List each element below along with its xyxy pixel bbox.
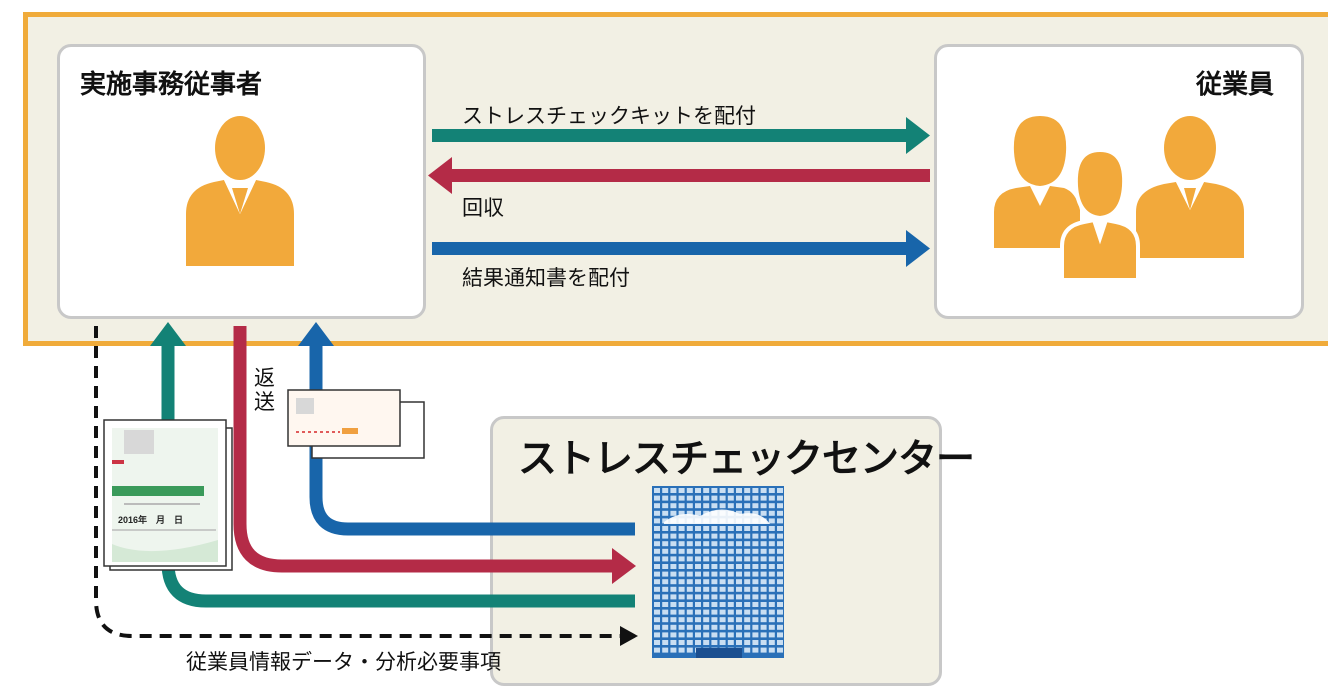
arrow-employee-data-head xyxy=(620,626,638,646)
envelope-icon xyxy=(287,389,425,459)
arrow-collect xyxy=(428,157,930,194)
arrow-blue-center-to-staff xyxy=(309,344,635,536)
kit-document-icon xyxy=(103,419,233,571)
employee-data-label: 従業員情報データ・分析必要事項 xyxy=(186,650,501,674)
distribute-kit-label: ストレスチェックキットを配付 xyxy=(462,104,756,128)
arrow-blue-head xyxy=(298,322,334,346)
building-icon xyxy=(652,486,784,658)
kit-date-text: 2016年 月 日 xyxy=(118,514,183,525)
arrow-distribute-kit xyxy=(432,117,930,154)
collect-label: 回収 xyxy=(462,196,504,220)
arrow-teal-head xyxy=(150,322,186,346)
return-label: 返送 xyxy=(254,366,275,414)
employees-title: 従業員 xyxy=(1196,70,1275,100)
arrow-employee-data xyxy=(94,326,620,638)
staff-title: 実施事務従事者 xyxy=(80,70,263,100)
arrow-distribute-results xyxy=(432,230,930,267)
distribute-results-label: 結果通知書を配付 xyxy=(462,266,630,290)
center-title: ストレスチェックセンター xyxy=(518,437,975,482)
group-icon xyxy=(994,116,1244,282)
person-icon xyxy=(186,116,294,266)
arrow-return xyxy=(233,326,614,573)
arrow-return-head xyxy=(612,548,636,584)
